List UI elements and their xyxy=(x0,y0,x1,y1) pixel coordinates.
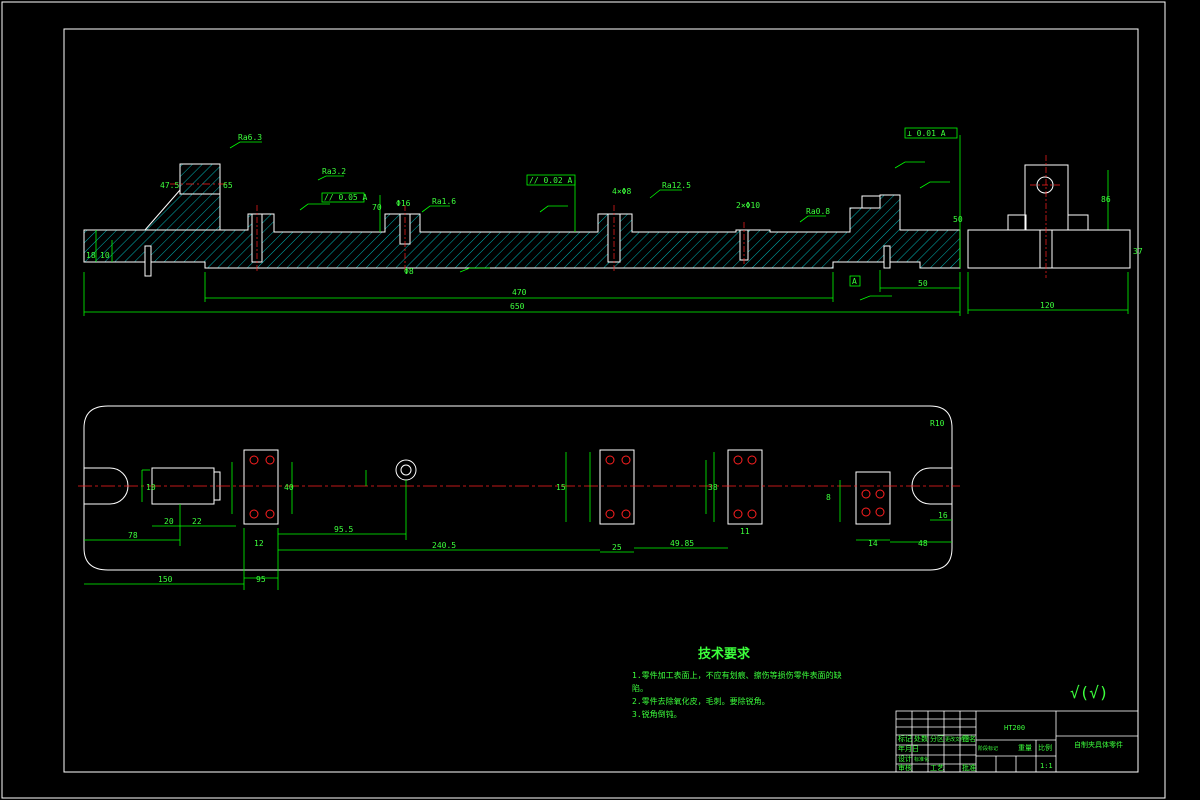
top-dim-25: 25 xyxy=(612,543,622,552)
tb-label-7: 标准化 xyxy=(914,756,929,763)
top-dim-95: 95 xyxy=(256,575,266,584)
top-dim-8: 8 xyxy=(826,493,831,502)
top-dim-38: 38 xyxy=(708,483,718,492)
tb-label-10: 比例 xyxy=(1038,743,1052,752)
outer-frame xyxy=(1,1,1166,799)
roughness-1: Ra6.3 xyxy=(238,133,262,142)
tech-line-4: 3.锐角倒钝。 xyxy=(632,709,682,719)
top-dim-150: 150 xyxy=(158,575,173,584)
top-dim-15: 15 xyxy=(556,483,566,492)
tb-label-13: 批准 xyxy=(962,763,976,772)
top-dim-95-5: 95.5 xyxy=(334,525,353,534)
hole-5 xyxy=(861,195,881,209)
pad-4 xyxy=(855,471,891,525)
pad-3 xyxy=(727,449,763,525)
top-dim-20: 20 xyxy=(164,517,174,526)
pad-1 xyxy=(243,449,279,525)
top-dim-48: 48 xyxy=(918,539,928,548)
hole-label-4: 2×Φ10 xyxy=(736,201,760,210)
pin-right xyxy=(883,245,891,269)
top-dim-78: 78 xyxy=(128,531,138,540)
top-radius: R10 xyxy=(930,419,945,428)
tb-label-1: 处数 xyxy=(914,734,928,743)
top-dim-40: 40 xyxy=(284,483,294,492)
pin-left xyxy=(144,245,152,277)
dim-middle: 470 xyxy=(512,288,527,297)
top-dim-16: 16 xyxy=(938,511,948,520)
left-support xyxy=(143,163,221,231)
hole-label-1: Φ16 xyxy=(396,199,411,208)
dim-overall: 650 xyxy=(510,302,525,311)
roughness-3: Ra1.6 xyxy=(432,197,456,206)
tolerance-3: // 0.05 A xyxy=(324,193,368,202)
top-dim-11: 11 xyxy=(740,527,750,536)
dim-v-left2: 65 xyxy=(223,181,233,190)
dim-h-right: 37 xyxy=(1133,247,1143,256)
tb-label-8: 阶段标记 xyxy=(978,745,998,752)
top-dim-240-5: 240.5 xyxy=(432,541,456,550)
tb-label-3: 更改文件号 xyxy=(945,736,970,743)
tb-label-2: 分区 xyxy=(930,734,944,743)
dim-right-end: 50 xyxy=(918,279,928,288)
hole-label-2: Φ8 xyxy=(404,267,414,276)
tech-line-1: 1.零件加工表面上，不应有划痕、擦伤等损伤零件表面的缺 xyxy=(632,670,842,680)
drawing-name: 自制夹具体零件 xyxy=(1074,740,1123,749)
roughness-4: Ra12.5 xyxy=(662,181,691,190)
top-dim-22: 22 xyxy=(192,517,202,526)
base-plate-outline xyxy=(83,405,953,571)
dim-h-left: 10 xyxy=(100,251,110,260)
datum-label: A xyxy=(852,277,857,286)
scale-label: 1:1 xyxy=(1040,762,1053,770)
tb-label-6: 设计 xyxy=(898,754,912,763)
top-dim-12: 12 xyxy=(254,539,264,548)
tb-label-4: 签名 xyxy=(962,734,976,743)
tech-line-3: 2.零件去除氧化皮，毛刺。要除锐角。 xyxy=(632,696,770,706)
top-view xyxy=(78,405,960,590)
support-head xyxy=(179,163,221,195)
top-dim-10: 10 xyxy=(146,483,156,492)
dim-side-width: 120 xyxy=(1040,301,1055,310)
inner-frame xyxy=(63,28,1139,773)
tolerance-1: // 0.02 A xyxy=(529,176,573,185)
dim-v-left: 47.5 xyxy=(160,181,179,190)
tb-label-5: 年月日 xyxy=(898,744,919,753)
dim-v-mid: 70 xyxy=(372,203,382,212)
dim-h-right2: 86 xyxy=(1101,195,1111,204)
tb-label-12: 工艺 xyxy=(930,764,944,772)
roughness-5: Ra0.8 xyxy=(806,207,830,216)
tech-line-2: 陷。 xyxy=(632,683,648,693)
tech-title: 技术要求 xyxy=(698,646,751,662)
tolerance-2: ⊥ 0.01 A xyxy=(907,129,946,138)
top-dim-14: 14 xyxy=(868,539,878,548)
tb-label-11: 审核 xyxy=(898,763,912,772)
material-label: HT200 xyxy=(1004,724,1025,732)
roughness-mark: √(√) xyxy=(1070,683,1109,702)
title-block xyxy=(895,710,1139,773)
tb-label-0: 标记 xyxy=(898,734,912,743)
dim-h-left2: 18 xyxy=(86,251,96,260)
top-dim-49-85: 49.85 xyxy=(670,539,694,548)
front-section-view xyxy=(83,127,1131,316)
pad-2 xyxy=(599,449,635,525)
side-view xyxy=(967,155,1131,278)
hole-label-3: 4×Φ8 xyxy=(612,187,631,196)
tb-label-9: 重量 xyxy=(1018,744,1032,752)
dim-h-right3: 50 xyxy=(953,215,963,224)
roughness-2: Ra3.2 xyxy=(322,167,346,176)
